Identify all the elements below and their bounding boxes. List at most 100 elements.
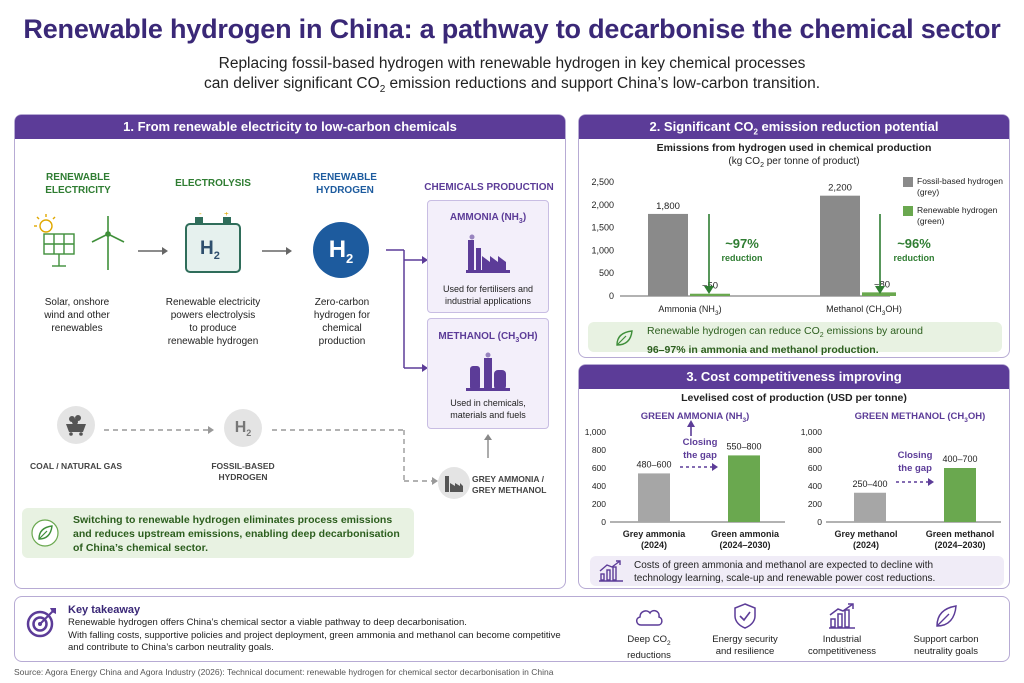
callout-text: emissions by around xyxy=(823,325,923,337)
takeaway-title: Key takeaway xyxy=(68,604,141,616)
arrow-right-icon xyxy=(138,247,168,255)
desc-line: chemical xyxy=(322,323,362,334)
desc-line: renewables xyxy=(51,323,103,334)
page-subtitle: Replacing fossil-based hydrogen with ren… xyxy=(0,54,1024,100)
closing-line: the gap xyxy=(683,450,717,461)
label-line: GREY METHANOL xyxy=(472,485,547,495)
solar-wind-icon xyxy=(34,214,125,270)
arrow-up-icon xyxy=(687,420,695,436)
growth-chart-icon xyxy=(599,560,623,582)
grey-chemicals-label: GREY AMMONIA / GREY METHANOL xyxy=(472,474,552,496)
desc-line: production xyxy=(318,336,366,347)
desc-line: industrial applications xyxy=(444,296,532,306)
icon-label-energy-security: Energy security and resilience xyxy=(700,634,790,658)
bar-green xyxy=(944,468,976,522)
category-methanol: Methanol (CH3OH) xyxy=(814,304,914,319)
green-ammonia-title: GREEN AMMONIA (NH3) xyxy=(640,411,750,424)
leaf-icon xyxy=(616,330,633,346)
y-tick-label: 1,000 xyxy=(801,427,823,437)
subscript: 2 xyxy=(213,249,220,262)
icon-label-line: Energy security xyxy=(712,634,778,645)
reduction-arrow-icon xyxy=(704,214,714,294)
label-line: HYDROGEN xyxy=(316,185,374,196)
icon-label-industrial: Industrial competitiveness xyxy=(797,634,887,658)
callout-line: and reduces upstream emissions, enabling… xyxy=(73,528,400,540)
shield-icon xyxy=(734,603,756,629)
category-ammonia: Ammonia (NH3) xyxy=(658,304,722,317)
desc-line: Solar, onshore xyxy=(44,297,110,308)
bar-grey xyxy=(638,473,670,522)
desc-line: to produce xyxy=(189,323,237,334)
icon-label-deep-co2: Deep CO2 reductions xyxy=(604,634,694,662)
h2-text: H xyxy=(328,236,347,263)
legend-line: Renewable hydrogen xyxy=(917,205,998,215)
y-tick-label: 400 xyxy=(592,481,606,491)
dashed-arrow xyxy=(896,478,934,486)
callout-line: Costs of green ammonia and methanol are … xyxy=(634,560,934,571)
methanol-desc: Used in chemicals, materials and fuels xyxy=(427,397,549,421)
icon-label-line: Support carbon xyxy=(913,634,979,645)
page-title: Renewable hydrogen in China: a pathway t… xyxy=(23,14,1001,44)
label-line: RENEWABLE xyxy=(313,172,377,183)
cat-line: (2024–2030) xyxy=(719,540,771,550)
methanol-title: METHANOL (CH3OH) xyxy=(427,330,549,347)
electrolysis-h2: H2 xyxy=(200,238,220,262)
subtitle-text: per tonne of product) xyxy=(763,156,860,167)
cat-line: Grey ammonia xyxy=(622,529,686,539)
renewable-electricity-label: RENEWABLE ELECTRICITY xyxy=(28,171,128,197)
electrolysis-label: ELECTROLYSIS xyxy=(175,178,251,189)
desc-line: Used for fertilisers and xyxy=(442,284,534,294)
data-label: 480–600 xyxy=(636,459,671,469)
legend-grey: Fossil-based hydrogen (grey) xyxy=(917,176,1007,198)
callout-line: Switching to renewable hydrogen eliminat… xyxy=(73,514,393,526)
ammonia-title: AMMONIA (NH3) xyxy=(449,212,527,225)
factory-icon xyxy=(466,234,510,273)
dashed-arrow xyxy=(104,426,214,434)
subscript: 2 xyxy=(346,250,354,266)
desc-line: renewable hydrogen xyxy=(167,336,259,347)
renewable-hydrogen-label: RENEWABLE HYDROGEN xyxy=(300,171,390,197)
subtitle-text: can deliver significant CO xyxy=(203,75,380,92)
title-text: GREEN METHANOL (CH xyxy=(854,411,965,422)
label-line: RENEWABLE xyxy=(46,172,110,183)
leaf-icon xyxy=(31,519,59,547)
icon-label-text: Deep CO xyxy=(627,634,667,645)
subscript: 2 xyxy=(753,127,758,137)
takeaway-line: and contribute to China’s carbon neutral… xyxy=(68,642,274,653)
coal-gas-label: COAL / NATURAL GAS xyxy=(29,461,123,471)
desc-line: Renewable electricity xyxy=(165,297,261,308)
fossil-hydrogen-circle: H2 xyxy=(224,409,262,447)
cat-green-methanol: Green methanol (2024–2030) xyxy=(918,529,1002,551)
ammonia-reduction-label: reduction xyxy=(721,253,763,263)
legend-green: Renewable hydrogen (green) xyxy=(917,205,1007,227)
subtitle-text: (kg CO xyxy=(728,156,761,167)
legend-line: (grey) xyxy=(917,187,940,197)
desc-line: hydrogen for xyxy=(313,310,371,321)
emissions-chart-subtitle: (kg CO2 per tonne of product) xyxy=(578,156,1010,169)
callout-text: Renewable hydrogen can reduce CO xyxy=(647,325,820,337)
cat-line: (2024) xyxy=(640,540,667,550)
bar-green xyxy=(728,455,760,522)
section-3-header: 3. Cost competitiveness improving xyxy=(579,365,1009,389)
bar-green xyxy=(862,292,896,296)
title-text: GREEN AMMONIA (NH xyxy=(640,411,743,422)
closing-line: Closing xyxy=(897,450,933,461)
h2-text: H xyxy=(200,238,214,259)
legend-swatch-grey xyxy=(903,177,913,187)
subscript: 3 xyxy=(515,337,520,344)
data-label: 2,200 xyxy=(828,183,852,194)
data-label: 250–400 xyxy=(852,479,887,489)
cloud-icon xyxy=(636,609,663,626)
section-1-callout xyxy=(22,508,414,558)
callout-line: Renewable hydrogen can reduce CO2 emissi… xyxy=(647,324,997,343)
subscript: 3 xyxy=(518,218,523,225)
subscript: 2 xyxy=(666,639,671,647)
header-text: emission reduction potential xyxy=(757,119,939,134)
section-3-callout xyxy=(590,556,1004,586)
y-tick-label: 1,000 xyxy=(585,427,607,437)
callout-line: 96–97% in ammonia and methanol productio… xyxy=(647,344,879,357)
y-tick-label: 1,000 xyxy=(591,245,614,255)
icon-label-carbon-neutrality: Support carbon neutrality goals xyxy=(901,634,991,658)
y-tick-label: 200 xyxy=(808,499,822,509)
